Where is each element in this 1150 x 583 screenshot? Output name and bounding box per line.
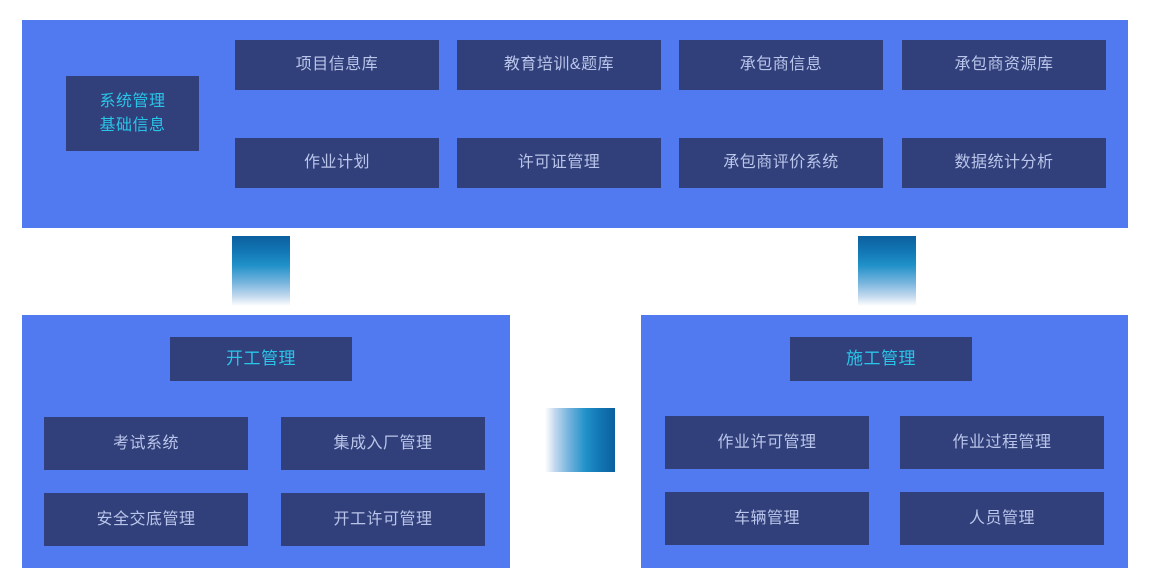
top-panel-system-management: 系统管理 基础信息 项目信息库 教育培训&题库 承包商信息 承包商资源库 作业计… bbox=[22, 20, 1128, 228]
module-permit-management[interactable]: 许可证管理 bbox=[457, 138, 661, 188]
module-startup-permit-management[interactable]: 开工许可管理 bbox=[281, 493, 485, 546]
left-panel-startup-management: 开工管理 考试系统 集成入厂管理 安全交底管理 开工许可管理 bbox=[22, 315, 510, 568]
right-panel-construction-management: 施工管理 作业许可管理 作业过程管理 车辆管理 人员管理 bbox=[641, 315, 1128, 568]
top-to-left-connector-arrow bbox=[232, 236, 290, 306]
module-integrated-plant-entry-management[interactable]: 集成入厂管理 bbox=[281, 417, 485, 470]
left-panel-header-startup-management[interactable]: 开工管理 bbox=[170, 337, 352, 381]
module-personnel-management[interactable]: 人员管理 bbox=[900, 492, 1104, 545]
module-contractor-info[interactable]: 承包商信息 bbox=[679, 40, 883, 90]
module-project-info-library[interactable]: 项目信息库 bbox=[235, 40, 439, 90]
module-work-process-management[interactable]: 作业过程管理 bbox=[900, 416, 1104, 469]
left-to-right-connector-arrow bbox=[545, 408, 615, 472]
module-data-statistics-analysis[interactable]: 数据统计分析 bbox=[902, 138, 1106, 188]
module-education-training-question-bank[interactable]: 教育培训&题库 bbox=[457, 40, 661, 90]
module-exam-system[interactable]: 考试系统 bbox=[44, 417, 248, 470]
root-label-system-management[interactable]: 系统管理 基础信息 bbox=[66, 76, 199, 151]
module-contractor-evaluation-system[interactable]: 承包商评价系统 bbox=[679, 138, 883, 188]
top-to-right-connector-arrow bbox=[858, 236, 916, 306]
module-contractor-resource-library[interactable]: 承包商资源库 bbox=[902, 40, 1106, 90]
module-safety-briefing-management[interactable]: 安全交底管理 bbox=[44, 493, 248, 546]
module-work-plan[interactable]: 作业计划 bbox=[235, 138, 439, 188]
module-vehicle-management[interactable]: 车辆管理 bbox=[665, 492, 869, 545]
module-work-permit-management[interactable]: 作业许可管理 bbox=[665, 416, 869, 469]
right-panel-header-construction-management[interactable]: 施工管理 bbox=[790, 337, 972, 381]
